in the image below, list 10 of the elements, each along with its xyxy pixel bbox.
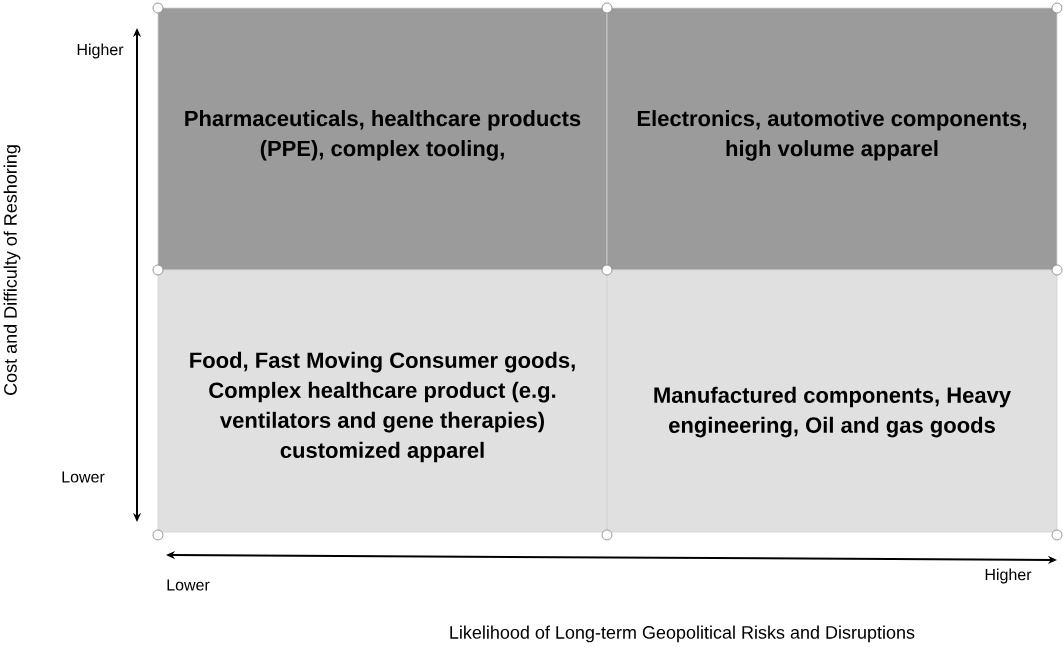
quadrant-cell: Food, Fast Moving Consumer goods, Complex healthcare product (e.g. ventilators and gene therapies) customized apparel — [157, 269, 608, 533]
quadrant-cell: Manufactured components, Heavy engineering, Oil and gas goods — [606, 269, 1058, 533]
quadrant-cell: Pharmaceuticals, healthcare products (PPE), complex tooling, — [157, 7, 608, 271]
axis-end-label: Higher — [985, 568, 1032, 584]
axis-end-label: Lower — [62, 471, 105, 483]
axis-end-label: Lower — [167, 579, 210, 591]
axis-title: Likelihood of Long-term Geopolitical Risks and Disruptions — [450, 625, 915, 643]
quadrant-cell: Electronics, automotive components, high volume apparel — [606, 7, 1058, 271]
axis-end-label: Higher — [77, 43, 124, 59]
axis-title: Cost and Difficulty of Reshoring — [3, 145, 21, 395]
